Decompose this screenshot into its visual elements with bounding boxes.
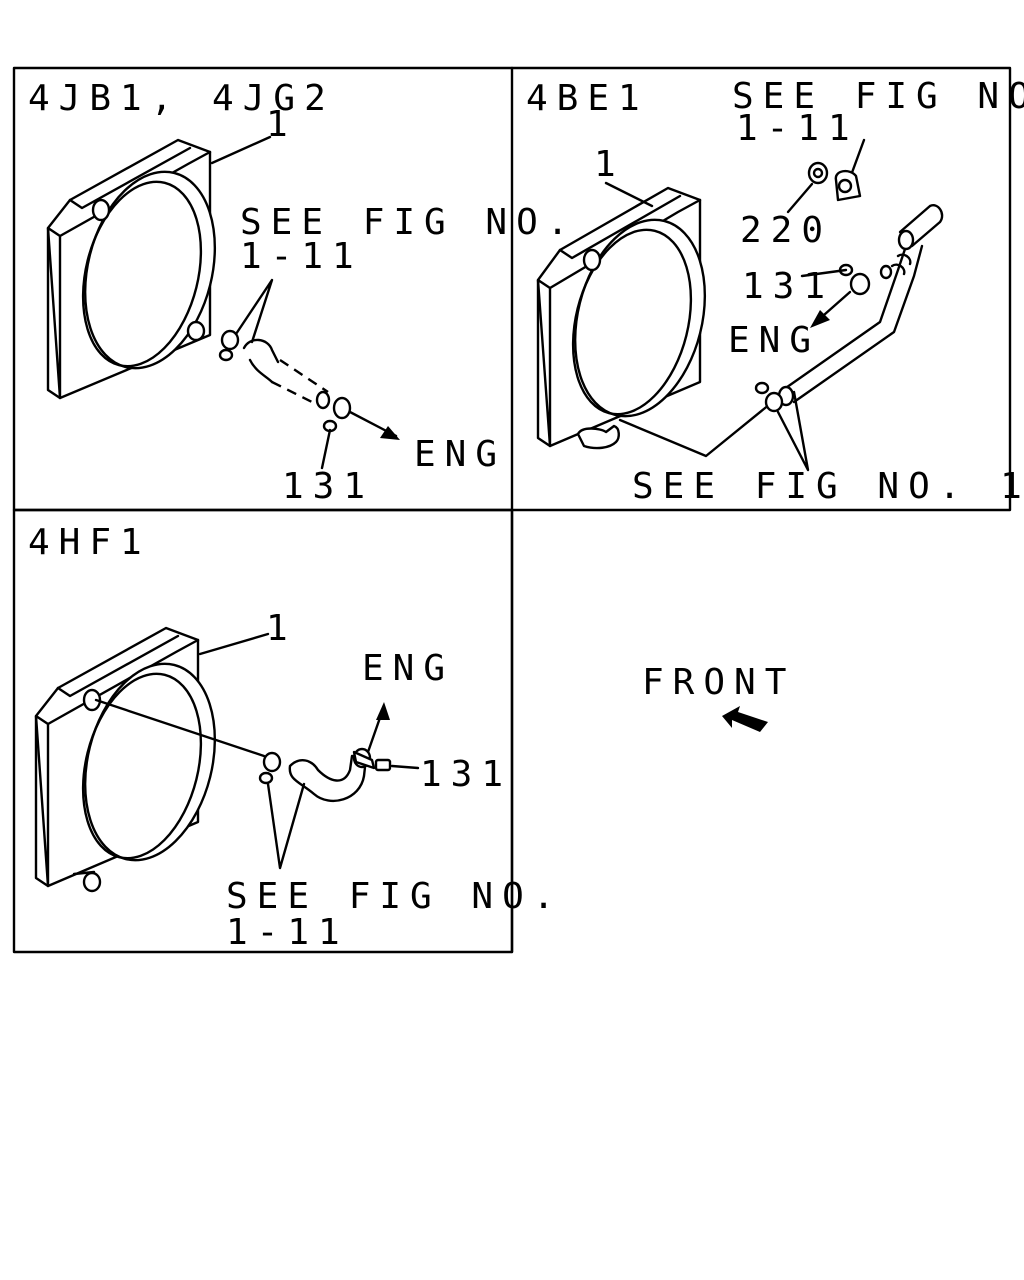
pipe-line — [94, 698, 266, 758]
nut-leader — [786, 182, 814, 214]
see-fig-bottom-leader — [776, 390, 810, 472]
eng-arrowhead — [810, 310, 830, 328]
eng-label: ENG — [362, 648, 454, 689]
front-label: FRONT — [642, 662, 795, 703]
see-fig-leader — [234, 278, 274, 344]
clamp-leader — [390, 764, 420, 770]
part-number-radiator: 1 — [594, 144, 625, 185]
hose-assembly — [218, 329, 352, 433]
bottom-clamps — [754, 381, 784, 413]
panel-4jb1-4jg2: 4JB1, 4JG2 1 SEE FIG NO. 1-11 — [28, 78, 577, 507]
radiator-illustration — [536, 186, 707, 450]
panel-grid — [12, 66, 1012, 954]
radiator-leader — [210, 135, 272, 165]
eng-label: ENG — [728, 320, 820, 361]
see-fig-line1: SEE FIG NO. — [240, 202, 577, 243]
clamp-leader — [320, 428, 332, 470]
radiator-leader — [604, 181, 654, 208]
part-number-clamp: 131 — [282, 466, 374, 507]
eng-arrowhead — [376, 702, 390, 720]
clamp-131 — [838, 263, 893, 296]
see-fig-line2: 1-11 — [240, 236, 363, 277]
part-number-radiator: 1 — [266, 104, 297, 145]
hose-assembly — [258, 747, 392, 803]
panel-title: 4HF1 — [28, 522, 151, 563]
nut-220 — [807, 161, 829, 185]
pipe-line — [618, 402, 772, 458]
see-fig-line1: SEE FIG NO. — [226, 876, 563, 917]
part-number-clamp: 131 — [420, 754, 512, 795]
panel-title: 4JB1, 4JG2 — [28, 78, 335, 119]
see-fig-top-line2: 1-11 — [736, 108, 859, 149]
eng-arrowhead — [380, 426, 400, 440]
radiator-illustration — [46, 138, 217, 400]
front-indicator: FRONT — [642, 662, 795, 732]
see-fig-leader — [266, 782, 306, 870]
panel-title: 4BE1 — [526, 78, 649, 119]
radiator-leader — [198, 632, 270, 656]
see-fig-bottom: SEE FIG NO. 1-11 — [632, 466, 1024, 507]
eng-label: ENG — [414, 434, 506, 475]
clamp-leader — [800, 268, 848, 278]
see-fig-line2: 1-11 — [226, 912, 349, 953]
radiator-illustration — [34, 626, 217, 893]
front-arrow-icon — [722, 706, 768, 732]
part-number-clamp: 131 — [742, 266, 834, 307]
part-number-nut: 220 — [740, 210, 832, 251]
bracket-clip — [834, 169, 862, 202]
see-fig-top-line1: SEE FIG NO. — [732, 76, 1024, 117]
part-number-radiator: 1 — [266, 608, 297, 649]
panel-4be1: 4BE1 SEE FIG NO. 1-11 220 1 — [526, 76, 1024, 507]
panel-4hf1: 4HF1 1 ENG 131 SEE FIG — [28, 522, 563, 953]
